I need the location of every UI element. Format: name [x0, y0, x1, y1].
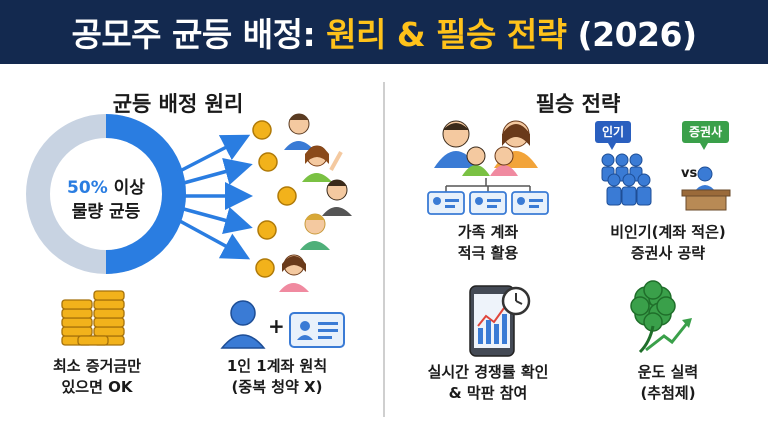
- luck-line2: (추첨제): [640, 384, 696, 402]
- ring-line1-rest: 이상: [107, 178, 145, 198]
- luck-caption: 운도 실력 (추첨제): [638, 362, 698, 404]
- family-account-line2: 적극 활용: [457, 244, 519, 262]
- live-competition-caption: 실시간 경쟁률 확인 & 막판 참여: [428, 362, 549, 404]
- ring-label: 50% 이상 물량 균등: [49, 176, 163, 224]
- one-account-caption: 1인 1계좌 원칙 (중복 청약 X): [227, 356, 327, 398]
- vs-label: vs: [681, 166, 698, 181]
- unpopular-broker-line2: 증권사 공략: [630, 244, 706, 262]
- family-account-line1: 가족 계좌: [457, 223, 519, 241]
- section-divider: [383, 82, 385, 417]
- page-title: 공모주 균등 배정: 원리 & 필승 전략 (2026): [71, 8, 698, 56]
- svg-text:+: +: [268, 314, 285, 338]
- min-deposit-caption: 최소 증거금만 있으면 OK: [53, 356, 141, 398]
- header-banner: 공모주 균등 배정: 원리 & 필승 전략 (2026): [0, 0, 768, 64]
- ring-percent: 50%: [67, 178, 108, 198]
- one-account-line2: (중복 청약 X): [231, 378, 323, 396]
- unpopular-broker-line1: 비인기(계좌 적은): [610, 223, 726, 241]
- min-deposit-line2: 있으면 OK: [61, 378, 133, 396]
- one-account-line1: 1인 1계좌 원칙: [226, 357, 328, 375]
- ring-line2: 물량 균등: [71, 202, 141, 222]
- popular-badge: 인기: [595, 121, 632, 143]
- unpopular-broker-caption: 비인기(계좌 적은) 증권사 공략: [610, 222, 726, 264]
- broker-badge: 증권사: [682, 121, 730, 143]
- luck-line1: 운도 실력: [637, 363, 699, 381]
- live-competition-line1: 실시간 경쟁률 확인: [427, 363, 549, 381]
- live-competition-line2: & 막판 참여: [448, 384, 528, 402]
- left-section-title: 균등 배정 원리: [112, 92, 244, 116]
- family-account-caption: 가족 계좌 적극 활용: [458, 222, 518, 264]
- title-part-3: (2026): [566, 15, 698, 54]
- title-part-1: 공모주 균등 배정:: [71, 15, 327, 54]
- right-section-title: 필승 전략: [535, 92, 621, 116]
- min-deposit-line1: 최소 증거금만: [52, 357, 142, 375]
- title-part-2: 원리 & 필승 전략: [326, 15, 567, 54]
